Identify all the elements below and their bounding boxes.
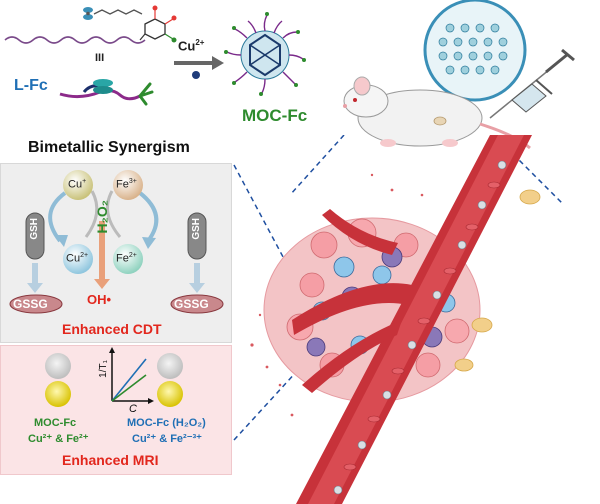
mri-diagram: [45, 347, 183, 407]
mri-right-name: MOC-Fc (H₂O₂): [127, 417, 206, 429]
relaxivity-mini-plot: [109, 347, 154, 404]
gsh-left-pill-icon: [25, 212, 45, 260]
zoom-line-left-bottom: [233, 369, 299, 441]
mri-right-ions: Cu²⁺ & Fe²⁻³⁺: [132, 433, 202, 445]
stack-symbol: III: [95, 52, 105, 64]
copper-reagent-text: Cu: [178, 38, 196, 54]
cdt-diagram: [9, 170, 224, 314]
mri-panel: [0, 345, 232, 475]
gssg-right-label: GSSG: [174, 297, 209, 311]
fe-3plus-label: Fe3+: [116, 178, 137, 191]
syringe-icon: [489, 48, 575, 119]
gsh-left-label: GSH: [29, 218, 40, 240]
oh-radical-label: OH•: [87, 292, 112, 307]
cdt-caption: Enhanced CDT: [62, 321, 162, 337]
cu-2plus-charge: 2+: [80, 252, 89, 259]
peg-chain: [4, 36, 146, 44]
injection-scene: [343, 0, 575, 150]
fe-3plus-sphere-icon: [113, 170, 143, 200]
synthesis-scheme: [4, 5, 306, 106]
copper-reagent-label: Cu2+: [178, 38, 204, 53]
blood-vessel: [292, 135, 532, 504]
zoom-line-left: [233, 164, 291, 271]
mri-y-axis-label: 1/T₁: [98, 360, 109, 378]
h2o2-label: H₂O₂: [94, 200, 110, 234]
product-label: MOC-Fc: [242, 106, 308, 125]
mri-caption: Enhanced MRI: [62, 452, 159, 468]
fe-3plus-text: Fe: [116, 178, 129, 191]
mri-left-name: MOC-Fc: [34, 417, 77, 429]
gssg-left-label: GSSG: [13, 297, 48, 311]
ferrocene-icon: [83, 7, 93, 20]
ligand-cartoon: [59, 79, 154, 106]
copper-reagent-charge: 2+: [195, 38, 205, 47]
nanoparticle-zoom-icon: [423, 0, 527, 102]
cu-2plus-label: Cu2+: [66, 252, 88, 265]
fe-2plus-text: Fe: [116, 252, 129, 265]
copper-ion-icon: [192, 71, 200, 79]
zoom-line-right: [493, 135, 563, 204]
moc-fc-cage-icon: [224, 12, 306, 96]
cu-plus-label: Cu+: [68, 178, 86, 191]
mri-left-sample-phantom-icon: [45, 381, 71, 407]
synergism-title: Bimetallic Synergism: [28, 139, 190, 156]
mri-x-axis-label: C: [129, 403, 137, 415]
fe-2plus-sphere-icon: [113, 244, 143, 274]
cu-plus-text: Cu: [68, 178, 83, 191]
gsh-right-pill-icon: [187, 212, 207, 260]
cu-2plus-sphere-icon: [63, 244, 93, 274]
mri-right-sample-phantom-icon: [157, 381, 183, 407]
cu-plus-charge: +: [82, 178, 87, 185]
gsh-right-label: GSH: [191, 218, 202, 240]
fe-3plus-charge: 3+: [128, 178, 137, 185]
gssg-left-bubble-icon: [9, 294, 63, 314]
zoom-line-center: [289, 135, 345, 196]
ligand-label: L-Fc: [14, 77, 48, 94]
fe-2plus-label: Fe2+: [116, 252, 137, 265]
cu-plus-sphere-icon: [63, 170, 93, 200]
fe-2plus-charge: 2+: [128, 252, 137, 259]
tumor-scene: [233, 135, 563, 504]
cu-2plus-text: Cu: [66, 252, 81, 265]
relaxivity-line-h2o2: [111, 358, 147, 402]
chelating-group-icon: [139, 5, 177, 43]
relaxivity-line-native: [111, 374, 147, 402]
mri-right-control-phantom-icon: [157, 353, 183, 379]
mri-left-control-phantom-icon: [45, 353, 71, 379]
gssg-right-bubble-icon: [170, 294, 224, 314]
mri-left-ions: Cu²⁺ & Fe²⁺: [28, 433, 89, 445]
